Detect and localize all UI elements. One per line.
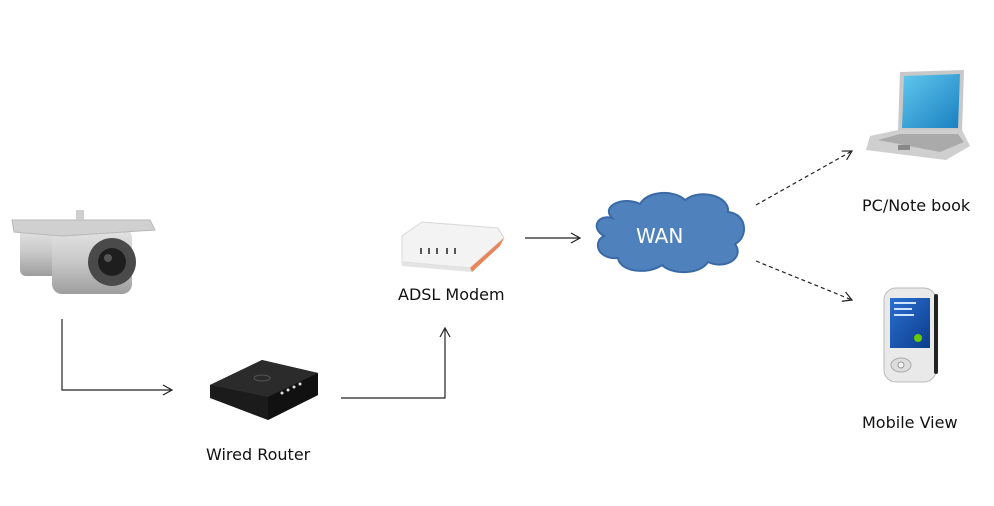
modem-label: ADSL Modem [398,285,505,304]
laptop-label: PC/Note book [862,196,971,215]
cloud-icon [595,192,745,274]
router-label: Wired Router [206,445,311,464]
router-icon [210,360,318,420]
edge-camera-router [61,319,174,396]
laptop-icon [866,70,970,160]
modem-icon [401,221,505,272]
edge-router-modem [341,326,451,399]
smartphone-icon [883,287,938,383]
edge-wan-mobile [755,260,854,302]
wan-label: WAN [636,224,684,248]
ip-camera-icon [11,210,156,294]
mobile-label: Mobile View [862,413,958,432]
edge-wan-laptop [755,150,854,206]
